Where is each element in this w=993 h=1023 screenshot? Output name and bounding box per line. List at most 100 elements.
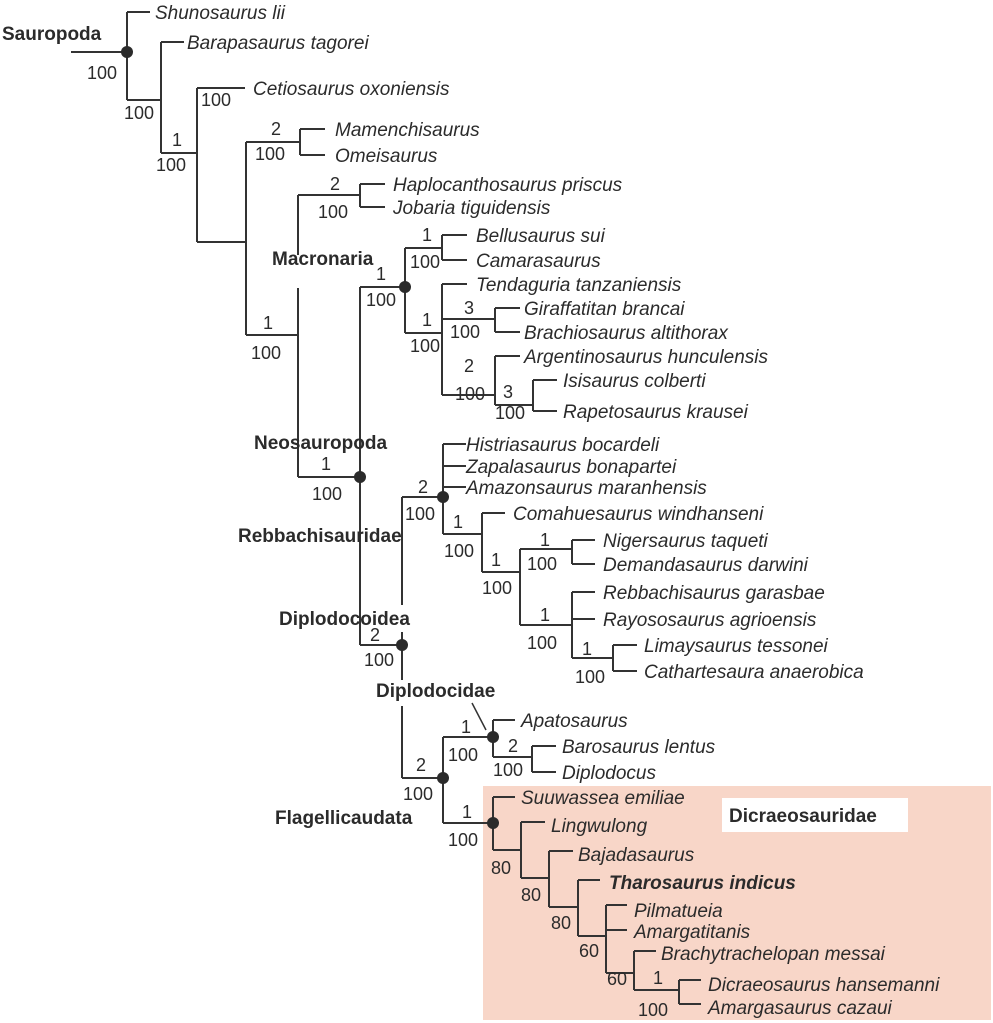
bootstrap-support-value: 100 xyxy=(366,290,396,310)
taxon-label: Comahuesaurus windhanseni xyxy=(513,504,764,525)
bremer-support-value: 2 xyxy=(418,477,428,497)
taxon-label: Amargatitanis xyxy=(633,922,751,943)
clade-label-flagellicaudata: Flagellicaudata xyxy=(275,808,413,829)
branch-cetiosaurus-node xyxy=(161,87,245,242)
node-dot-dicraeosauridae xyxy=(487,817,499,829)
branch-haplo-neo-node xyxy=(246,195,299,477)
taxon-label: Rapetosaurus krausei xyxy=(563,402,749,423)
bremer-support-value: 1 xyxy=(263,313,273,333)
taxon-label: Limaysaurus tessonei xyxy=(644,636,829,657)
bremer-support-value: 2 xyxy=(271,119,281,139)
bootstrap-support-value: 60 xyxy=(607,969,627,989)
bootstrap-support-value: 100 xyxy=(255,144,285,164)
clade-label-diplodocoidea: Diplodocoidea xyxy=(279,609,410,630)
node-dot-diplodocidae xyxy=(487,731,499,743)
branch-tharosaurus-node xyxy=(549,879,600,936)
taxon-label: Zapalasaurus bonapartei xyxy=(465,457,677,478)
branch-camarasaurid xyxy=(405,234,467,261)
bootstrap-support-value: 80 xyxy=(551,913,571,933)
taxon-label: Nigersaurus taqueti xyxy=(603,531,769,552)
node-dots xyxy=(121,46,499,829)
taxon-label: Tendaguria tanzaniensis xyxy=(476,275,682,296)
dicraeosauridae-label-box xyxy=(722,798,908,832)
bootstrap-support-value: 100 xyxy=(448,745,478,765)
bootstrap-support-value: 100 xyxy=(527,633,557,653)
taxon-label: Haplocanthosaurus priscus xyxy=(393,175,623,196)
bremer-support-value: 1 xyxy=(376,264,386,284)
bremer-support-value: 1 xyxy=(540,530,550,550)
branch-lingwulong-node xyxy=(493,821,545,878)
bremer-support-value: 1 xyxy=(653,968,663,988)
taxon-label: Camarasaurus xyxy=(476,251,601,272)
taxon-label: Lingwulong xyxy=(551,816,648,837)
taxon-label: Diplodocus xyxy=(562,763,656,784)
taxon-label: Rayososaurus agrioensis xyxy=(603,610,817,631)
node-dot-flagellicaudata xyxy=(437,772,449,784)
taxon-label: Amargasaurus cazaui xyxy=(707,998,893,1019)
clade-labels: Sauropoda Macronaria Neosauropoda Rebbac… xyxy=(2,24,495,829)
branches xyxy=(71,11,701,1005)
bootstrap-support-value: 100 xyxy=(450,322,480,342)
bremer-support-value: 2 xyxy=(464,356,474,376)
taxon-label: Barapasaurus tagorei xyxy=(187,33,369,54)
bootstrap-support-value: 100 xyxy=(527,554,557,574)
bremer-support-value: 1 xyxy=(422,310,432,330)
bremer-support-value: 1 xyxy=(461,717,471,737)
taxon-label: Pilmatueia xyxy=(634,901,723,922)
bootstrap-support-value: 100 xyxy=(455,384,485,404)
taxon-label: Cathartesaura anaerobica xyxy=(644,662,864,683)
taxon-label: Barosaurus lentus xyxy=(562,737,716,758)
taxon-label: Bellusaurus sui xyxy=(476,226,606,247)
branch-diplodocine xyxy=(493,745,556,773)
taxon-label: Cetiosaurus oxoniensis xyxy=(253,79,450,100)
bootstrap-support-value: 100 xyxy=(575,667,605,687)
branch-dicraeosaurine xyxy=(634,979,701,1005)
branch-haplo-jobaria xyxy=(298,183,385,208)
bootstrap-support-value: 80 xyxy=(491,858,511,878)
bootstrap-support-value: 100 xyxy=(448,830,478,850)
bremer-support-value: 1 xyxy=(491,550,501,570)
bremer-support-value: 1 xyxy=(582,639,592,659)
bootstrap-support-value: 80 xyxy=(521,885,541,905)
bremer-support-value: 2 xyxy=(330,174,340,194)
bremer-support-value: 1 xyxy=(172,130,182,150)
bremer-support-value: 1 xyxy=(422,225,432,245)
branch-comahuesaurus-node xyxy=(443,512,505,572)
bootstrap-support-value: 100 xyxy=(318,202,348,222)
branch-nigersaurus-node xyxy=(482,549,521,625)
bootstrap-support-value: 100 xyxy=(201,90,231,110)
taxon-label: Demandasaurus darwini xyxy=(603,555,809,576)
taxon-label: Giraffatitan brancai xyxy=(524,299,685,320)
taxon-label: Jobaria tiguidensis xyxy=(392,198,551,219)
bremer-support-value: 1 xyxy=(453,512,463,532)
bootstrap-support-value: 100 xyxy=(251,343,281,363)
node-dot-neosauropoda xyxy=(354,471,366,483)
bootstrap-support-value: 100 xyxy=(312,484,342,504)
branch-pilmatueia-node xyxy=(578,904,627,973)
taxon-label: Dicraeosaurus hansemanni xyxy=(708,975,940,996)
bremer-support-value: 1 xyxy=(462,802,472,822)
bootstrap-support-value: 100 xyxy=(410,252,440,272)
branch-diplodocoidea xyxy=(360,497,403,778)
bremer-support-value: 1 xyxy=(540,605,550,625)
bootstrap-support-value: 100 xyxy=(638,1000,668,1020)
branch-isisaurus-rapetosaurus xyxy=(495,379,557,412)
taxon-label: Isisaurus colberti xyxy=(563,371,706,392)
bootstrap-support-value: 100 xyxy=(403,784,433,804)
node-dot-macronaria xyxy=(399,281,411,293)
bremer-support-value: 2 xyxy=(508,736,518,756)
diplodocidae-pointer xyxy=(471,702,487,731)
taxon-label: Tharosaurus indicus xyxy=(609,873,796,894)
taxon-label: Mamenchisaurus xyxy=(335,120,480,141)
node-dot-sauropoda xyxy=(121,46,133,58)
bremer-support-value: 2 xyxy=(416,755,426,775)
taxon-label: Amazonsaurus maranhensis xyxy=(465,478,707,499)
node-dot-diplodocoidea xyxy=(396,639,408,651)
branch-brachytrachelopan-node xyxy=(606,950,656,990)
taxon-label: Shunosaurus lii xyxy=(155,3,286,24)
bootstrap-support-value: 100 xyxy=(364,650,394,670)
branch-limaysaurine xyxy=(572,644,637,672)
branch-titanosauriformes xyxy=(405,283,467,395)
branch-limaysaurine-node xyxy=(520,591,595,658)
bootstrap-support-value: 100 xyxy=(124,103,154,123)
